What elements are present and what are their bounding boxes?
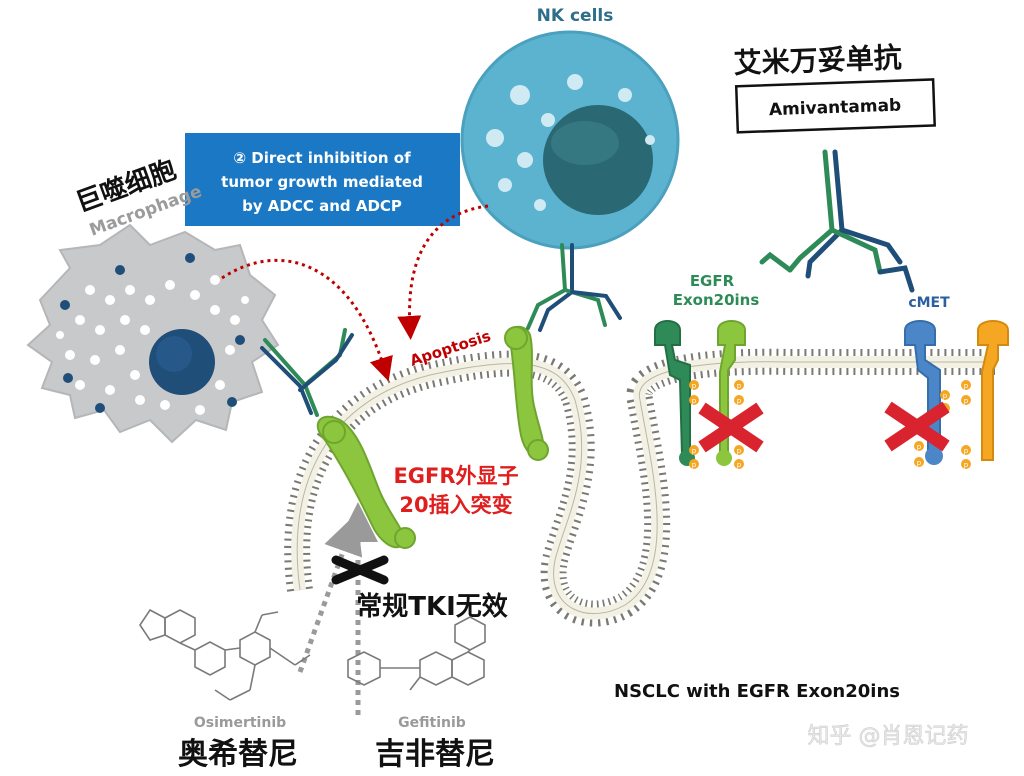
- antibody-macrophage: [260, 328, 354, 417]
- egfr-label-line2: Exon20ins: [673, 291, 760, 309]
- inhibition-x-cmet: [884, 401, 950, 452]
- osimertinib-en-label: Osimertinib: [194, 715, 286, 731]
- osimertinib-cn-label: 奥希替尼: [178, 737, 298, 772]
- gefitinib-structure: [347, 616, 486, 691]
- osimertinib-structure: [139, 608, 311, 701]
- adcc-box-line1: ② Direct inhibition of: [233, 149, 411, 167]
- amivantamab-cn-label: 艾米万妥单抗: [733, 41, 902, 80]
- cell-membrane: [284, 348, 995, 627]
- phospho-label: p: [917, 459, 922, 467]
- tki-invalid-label: 常规TKI无效: [356, 591, 508, 622]
- phospho-label: p: [737, 447, 742, 455]
- amivantamab-en-box: Amivantamab: [734, 78, 936, 134]
- phospho-label: p: [692, 397, 697, 405]
- phospho-label: p: [943, 392, 948, 400]
- phospho-label: p: [737, 461, 742, 469]
- phospho-label: p: [692, 447, 697, 455]
- phospho-label: p: [964, 382, 969, 390]
- phospho-label: p: [737, 382, 742, 390]
- apoptosis-arrows: [221, 204, 489, 382]
- exon20-cn-line1: EGFR外显子: [393, 464, 518, 488]
- egfr-exon20-receptor-left: [316, 415, 416, 549]
- egfr-exon20-receptor-right-2: [716, 320, 746, 466]
- orange-receptor: [977, 320, 1009, 461]
- adcc-box-line3: by ADCC and ADCP: [242, 197, 402, 215]
- egfr-exon20-receptor-middle: [504, 325, 549, 461]
- phospho-label: p: [964, 397, 969, 405]
- phospho-label: p: [737, 397, 742, 405]
- inhibition-x-egfr: [698, 402, 764, 453]
- antibody-nk: [526, 243, 622, 332]
- gefitinib-en-label: Gefitinib: [398, 715, 466, 731]
- amivantamab-antibody: [759, 149, 915, 293]
- phospho-label: p: [692, 382, 697, 390]
- phospho-label: p: [917, 443, 922, 451]
- nsclc-caption: NSCLC with EGFR Exon20ins: [614, 681, 900, 702]
- amivantamab-en-label: Amivantamab: [769, 96, 902, 121]
- tki-block-x: [331, 555, 389, 585]
- tki-arrows: [297, 502, 378, 715]
- gefitinib-cn-label: 吉非替尼: [375, 737, 495, 772]
- egfr-label-line1: EGFR: [690, 272, 735, 290]
- watermark: 知乎 @肖恩记药: [808, 724, 969, 749]
- phospho-label: p: [692, 461, 697, 469]
- macrophage: [26, 223, 280, 444]
- phospho-label: p: [964, 461, 969, 469]
- adcc-box-line2: tumor growth mediated: [221, 173, 423, 191]
- cmet-label: cMET: [908, 295, 950, 311]
- exon20-cn-line2: 20插入突变: [399, 493, 512, 517]
- nk-cell: [460, 30, 680, 250]
- adcc-info-box: ② Direct inhibition of tumor growth medi…: [185, 133, 460, 226]
- nk-cells-label: NK cells: [537, 6, 614, 26]
- phospho-label: p: [964, 447, 969, 455]
